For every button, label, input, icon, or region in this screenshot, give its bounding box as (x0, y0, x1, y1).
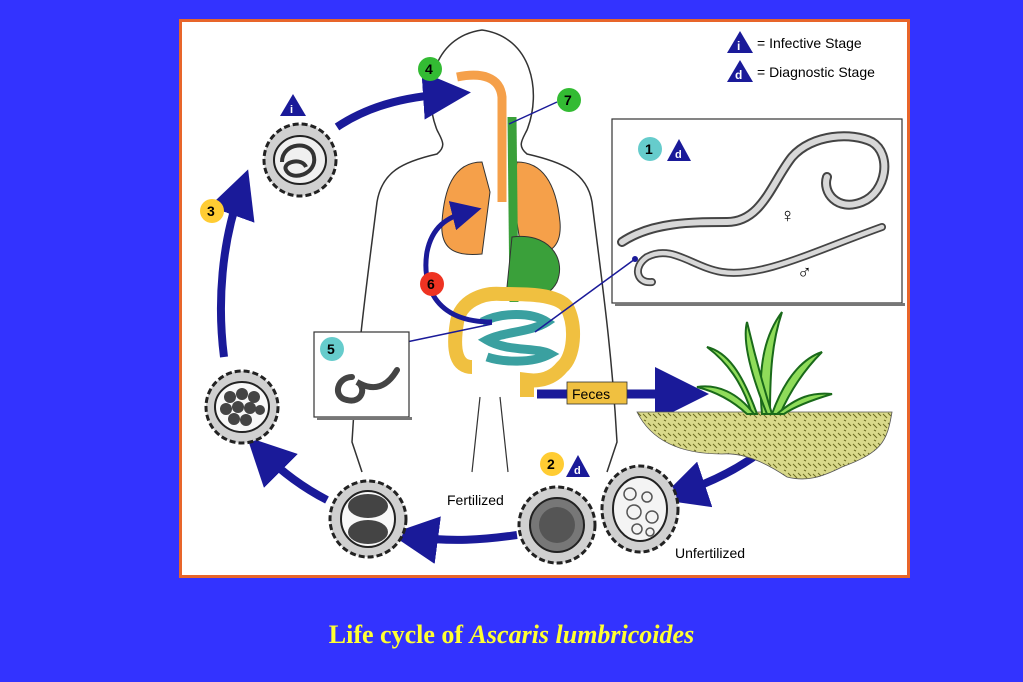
unfertilized-egg-icon (600, 464, 680, 554)
svg-text:7: 7 (564, 92, 572, 108)
legend: i = Infective Stage d = Diagnostic Stage (727, 31, 875, 82)
life-cycle-diagram: Feces ♀ ♂ (200, 29, 905, 565)
arrow-to-two-cell-egg (390, 516, 518, 564)
arrow-to-infective-egg (209, 169, 255, 358)
fertilized-egg-icon (517, 485, 597, 565)
step-badge-4: 4 (418, 57, 442, 81)
migration-arrow (423, 201, 493, 325)
svg-text:d: d (675, 149, 682, 161)
unfertilized-label: Unfertilized (675, 545, 745, 561)
svg-text:4: 4 (425, 61, 433, 77)
svg-text:6: 6 (427, 276, 435, 292)
diagnostic-stage-triangle-icon (727, 60, 753, 82)
svg-text:1: 1 (645, 141, 653, 157)
infective-stage-label: = Infective Stage (757, 35, 862, 51)
step-badge-7: 7 (557, 88, 581, 112)
larva-icon (335, 367, 400, 404)
diagnostic-triangle-icon (667, 139, 691, 161)
female-symbol: ♀ (780, 205, 795, 227)
diagnostic-triangle-icon (566, 455, 590, 477)
svg-text:d: d (574, 465, 581, 477)
caption-species: Ascaris lumbricoides (469, 620, 695, 649)
step-badge-1: 1 d (638, 137, 691, 161)
grass-icon (696, 311, 833, 415)
figure-caption: Life cycle of Ascaris lumbricoides (0, 620, 1023, 650)
soil (636, 411, 893, 480)
svg-text:5: 5 (327, 341, 335, 357)
feces-label-box (566, 381, 628, 405)
step-badge-2: 2 d (540, 452, 590, 477)
infective-stage-triangle-icon (727, 31, 753, 53)
pointer-step7 (508, 101, 558, 125)
step-badge-6: 6 (420, 272, 444, 296)
small-intestine (477, 310, 560, 366)
pointer-adult-worms (534, 258, 636, 333)
life-cycle-panel: Feces ♀ ♂ (179, 19, 910, 578)
diagnostic-stage-label: = Diagnostic Stage (757, 64, 875, 80)
svg-text:i: i (290, 104, 293, 116)
feces-label: Feces (572, 386, 610, 402)
pointer-larva (396, 323, 493, 345)
arrow-to-mouth (334, 71, 471, 131)
step-badge-3: 3 (200, 199, 224, 223)
infective-triangle-icon (280, 94, 306, 116)
svg-text:3: 3 (207, 203, 215, 219)
caption-prefix: Life cycle of (328, 620, 470, 649)
two-cell-egg-icon (328, 479, 408, 559)
svg-text:d: d (735, 68, 742, 82)
left-lung (441, 161, 491, 256)
fertilized-label: Fertilized (447, 492, 504, 508)
svg-text:i: i (737, 39, 740, 53)
svg-text:2: 2 (547, 456, 555, 472)
step-badge-5: 5 (320, 337, 344, 361)
morula-egg-icon (204, 369, 280, 445)
large-intestine (448, 286, 580, 397)
infective-stage-badge: i (280, 94, 306, 116)
male-symbol: ♂ (797, 262, 812, 284)
arrow-to-morula-egg (247, 437, 329, 504)
infective-egg-icon (262, 122, 338, 198)
